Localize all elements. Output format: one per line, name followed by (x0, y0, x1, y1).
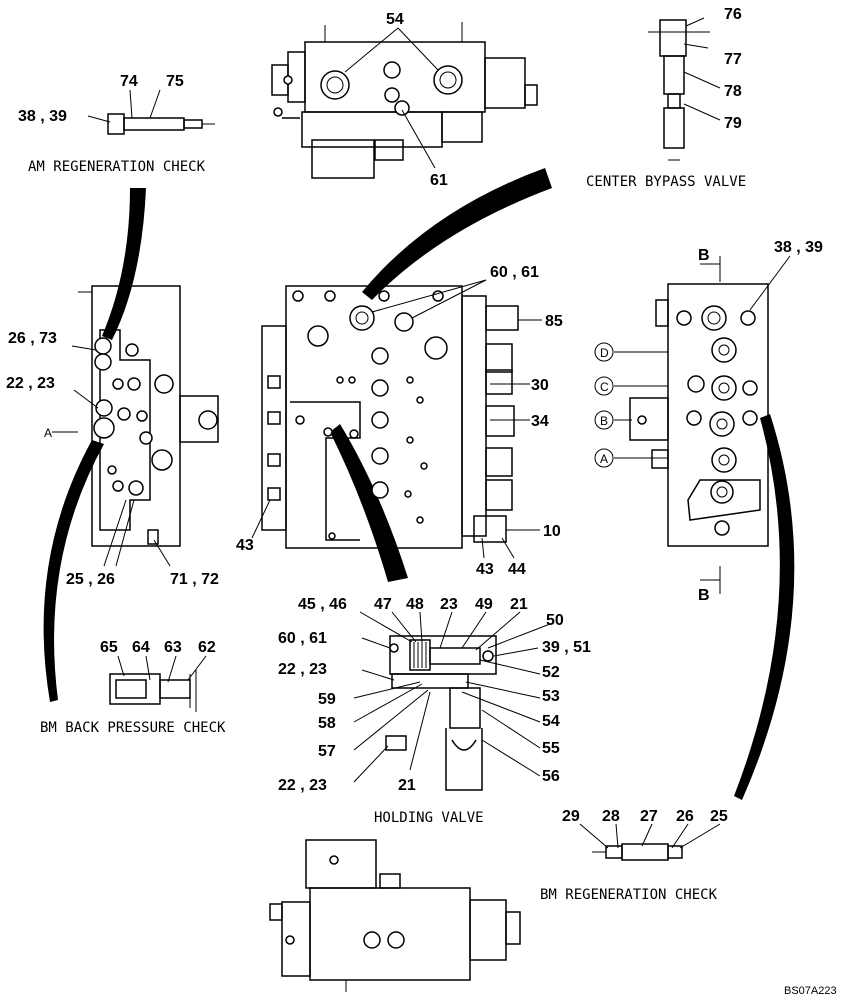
callout-62: 62 (198, 639, 216, 656)
callout-22-23-holding-upper: 22 , 23 (278, 661, 327, 678)
section-b-top-label: B (698, 247, 710, 264)
port-letter-a: A (600, 452, 608, 466)
callout-22-23-left: 22 , 23 (6, 375, 55, 392)
callout-54: 54 (386, 11, 404, 28)
callout-22-23-holding-lower: 22 , 23 (278, 777, 327, 794)
callout-45-46: 45 , 46 (298, 596, 347, 613)
pointer-arcs (43, 168, 795, 800)
left-side-view (78, 285, 219, 547)
caption-center-bypass-valve: CENTER BYPASS VALVE (586, 174, 746, 190)
section-b-bottom-label: B (698, 587, 710, 604)
callouts-left-view: 26 , 73 22 , 23 A 25 , 26 71 , 72 (6, 330, 219, 588)
bm-regeneration-check-part (579, 823, 721, 861)
bm-back-pressure-check-part (109, 655, 207, 712)
callout-54-holding: 54 (542, 713, 560, 730)
callout-38-39-right: 38 , 39 (774, 239, 823, 256)
callout-26-bm: 26 (676, 808, 694, 825)
callout-59: 59 (318, 691, 336, 708)
callout-21-bottom: 21 (398, 777, 416, 794)
port-letter-c: C (600, 380, 609, 394)
callout-48: 48 (406, 596, 424, 613)
callout-55: 55 (542, 740, 560, 757)
callout-34: 34 (531, 413, 549, 430)
callout-21-top: 21 (510, 596, 528, 613)
callout-74: 74 (120, 73, 138, 90)
caption-bm-back-pressure-check: BM BACK PRESSURE CHECK (40, 720, 226, 736)
callout-53: 53 (542, 688, 560, 705)
port-letter-d: D (600, 346, 609, 360)
callout-29: 29 (562, 808, 580, 825)
callouts-holding-valve: 45 , 46 47 48 23 49 21 50 39 , 51 60 , 6… (278, 596, 591, 794)
callout-63: 63 (164, 639, 182, 656)
callout-23-holding: 23 (440, 596, 458, 613)
callout-77: 77 (724, 51, 742, 68)
caption-holding-valve: HOLDING VALVE (374, 810, 484, 826)
callout-52: 52 (542, 664, 560, 681)
callout-30: 30 (531, 377, 549, 394)
section-a-arrow-label: A (44, 426, 52, 440)
holding-valve-part (385, 635, 497, 791)
callout-65: 65 (100, 639, 118, 656)
callout-26-73: 26 , 73 (8, 330, 57, 347)
callout-44: 44 (508, 561, 526, 578)
caption-bm-regeneration-check: BM REGENERATION CHECK (540, 887, 718, 903)
callout-10: 10 (543, 523, 561, 540)
callout-39-51: 39 , 51 (542, 639, 591, 656)
right-side-view (629, 283, 769, 547)
callouts-top-valve: 54 61 (344, 11, 448, 189)
callout-56: 56 (542, 768, 560, 785)
callout-58: 58 (318, 715, 336, 732)
callout-85: 85 (545, 313, 563, 330)
callout-47: 47 (374, 596, 392, 613)
center-bypass-valve-part (648, 17, 721, 161)
center-main-view (261, 285, 519, 549)
caption-am-regeneration-check: AM REGENERATION CHECK (28, 159, 206, 175)
callout-71-72: 71 , 72 (170, 571, 219, 588)
callout-75: 75 (166, 73, 184, 90)
callout-49: 49 (475, 596, 493, 613)
callout-50: 50 (546, 612, 564, 629)
callout-64: 64 (132, 639, 150, 656)
callouts-center-view: 60 , 61 85 30 34 10 43 43 44 (236, 264, 563, 578)
callout-25-bm: 25 (710, 808, 728, 825)
callout-25-26-left: 25 , 26 (66, 571, 115, 588)
am-regeneration-check-part (87, 89, 215, 135)
callout-79: 79 (724, 115, 742, 132)
callout-57: 57 (318, 743, 336, 760)
callout-27: 27 (640, 808, 658, 825)
port-letter-b: B (600, 414, 608, 428)
callout-60-61-holding: 60 , 61 (278, 630, 327, 647)
callouts-right-view: B B 38 , 39 D C B A (594, 239, 823, 604)
callout-78: 78 (724, 83, 742, 100)
callout-43-right: 43 (476, 561, 494, 578)
callout-60-61-center: 60 , 61 (490, 264, 539, 281)
drawing-code: BS07A223 (784, 985, 837, 997)
callout-43-left: 43 (236, 537, 254, 554)
callout-76: 76 (724, 6, 742, 23)
top-valve-view (271, 22, 538, 179)
callout-61: 61 (430, 172, 448, 189)
callout-28: 28 (602, 808, 620, 825)
bottom-valve-view (269, 839, 521, 992)
callout-38-39-am: 38 , 39 (18, 108, 67, 125)
